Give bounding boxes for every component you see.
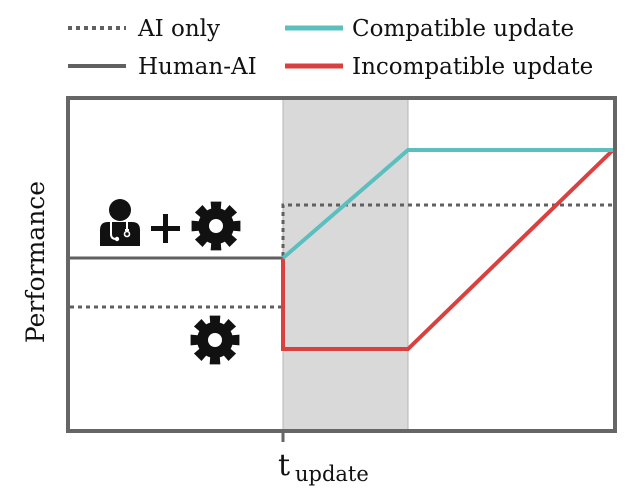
doctor-icon xyxy=(100,199,140,246)
gear-hole xyxy=(208,333,222,347)
x-tick-label-main: t xyxy=(278,448,290,483)
gear-icon xyxy=(190,315,240,365)
legend-human-ai-label: Human-AI xyxy=(138,54,257,80)
legend-ai-only-label: AI only xyxy=(137,16,220,42)
gear-hole xyxy=(209,219,223,233)
x-tick-label-sub: update xyxy=(295,462,369,486)
legend-compatible-label: Compatible update xyxy=(352,16,574,42)
x-tick-label: t update xyxy=(278,448,369,486)
compatible-update-line xyxy=(281,148,613,260)
plus-icon xyxy=(151,214,180,243)
y-axis-label: Performance xyxy=(21,181,50,343)
legend-incompatible-label: Incompatible update xyxy=(352,54,593,80)
legend: AI only Human-AI Compatible update Incom… xyxy=(68,16,593,80)
incompatible-update-line xyxy=(281,148,615,351)
plot-frame xyxy=(66,96,617,433)
update-window xyxy=(282,97,409,432)
gear-icon xyxy=(191,201,241,251)
